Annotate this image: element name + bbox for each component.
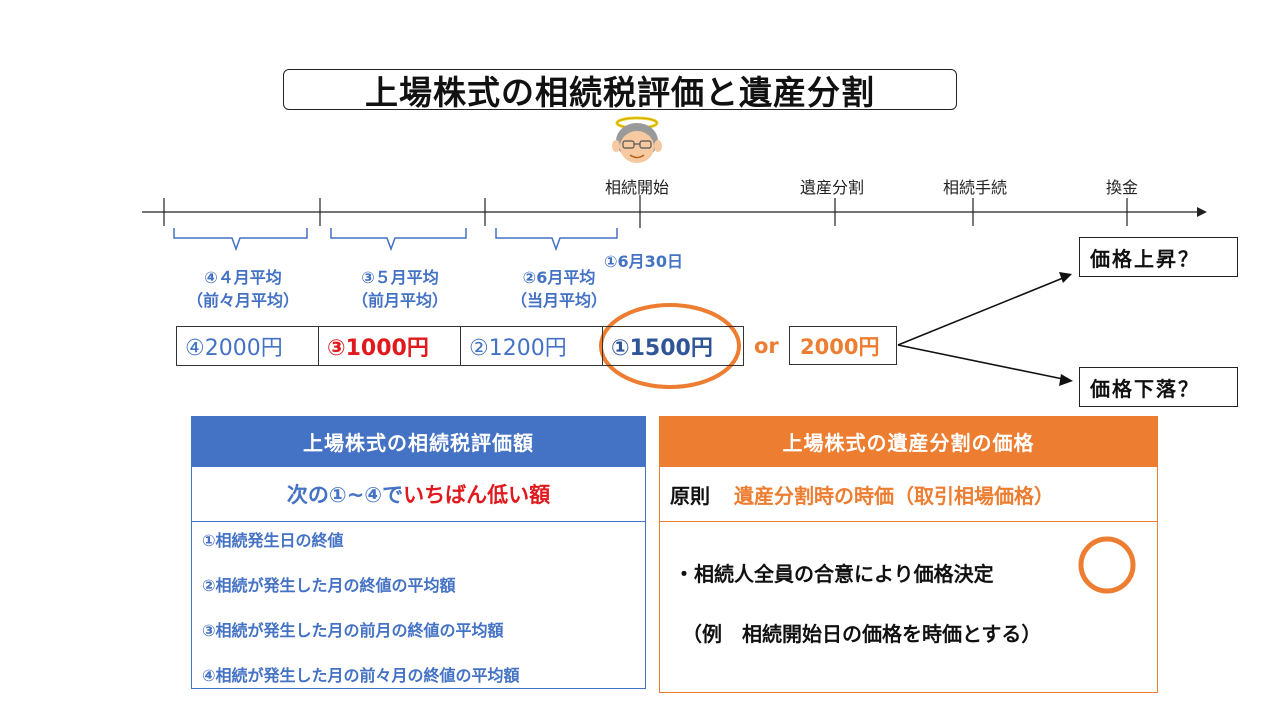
value-may: ③1000円 <box>319 327 461 365</box>
principle-value: 遺産分割時の時価（取引相場価格） <box>734 483 1054 508</box>
price-up-box: 価格上昇？ <box>1079 237 1238 277</box>
principle-label: 原則 <box>670 483 710 508</box>
agreement-text: ・相続人全員の合意により価格決定 <box>674 562 994 586</box>
value-alt: 2000円 <box>789 326 897 365</box>
highlight-circle-1500 <box>599 303 741 389</box>
period-may: ③５月平均 （前月平均） <box>336 266 464 312</box>
price-down-box: 価格下落？ <box>1079 367 1238 407</box>
label-cash-out: 換金 <box>1106 178 1139 197</box>
brace-april <box>173 228 308 252</box>
list-item: ③相続が発生した月の前月の終値の平均額 <box>202 621 504 640</box>
arrow-down-head <box>1059 374 1073 386</box>
tax-valuation-header: 上場株式の相続税評価額 <box>192 417 645 466</box>
agreement-ok-circle <box>1078 536 1136 594</box>
estate-division-panel: 上場株式の遺産分割の価格 原則 遺産分割時の時価（取引相場価格） ・相続人全員の… <box>659 416 1158 693</box>
timeline-arrowhead <box>1197 207 1207 217</box>
date-june-30: ①6月30日 <box>604 252 683 271</box>
rule-highlight: いちばん低い額 <box>403 483 551 507</box>
brace-june <box>495 228 618 252</box>
period-june-line1: ②6月平均 <box>522 268 596 287</box>
label-inheritance-start: 相続開始 <box>605 178 670 197</box>
brace-may <box>330 228 467 252</box>
tax-valuation-list: ①相続発生日の終値 ②相続が発生した月の終値の平均額 ③相続が発生した月の前月の… <box>192 522 645 690</box>
agreement-section: ・相続人全員の合意により価格決定 （例 相続開始日の価格を時価とする） <box>660 522 1157 692</box>
value-june-30: ①1500円 <box>611 336 713 361</box>
arrow-up-line <box>897 277 1064 346</box>
period-april-line1: ④４月平均 <box>204 268 282 287</box>
estate-division-header: 上場株式の遺産分割の価格 <box>660 417 1157 466</box>
period-may-line1: ③５月平均 <box>361 268 439 287</box>
label-procedure: 相続手続 <box>943 178 1008 197</box>
value-row: ④2000円 ③1000円 ②1200円 ①1500円 <box>176 326 744 366</box>
period-april-line2: （前々月平均） <box>186 291 299 310</box>
deceased-angel-icon <box>612 116 662 163</box>
value-april: ④2000円 <box>177 327 319 365</box>
period-april: ④４月平均 （前々月平均） <box>178 266 308 312</box>
tax-valuation-panel: 上場株式の相続税評価額 次の①~④でいちばん低い額 ①相続発生日の終値 ②相続が… <box>191 416 646 689</box>
or-label: or <box>754 334 779 358</box>
list-item: ②相続が発生した月の終値の平均額 <box>202 576 456 595</box>
list-item: ①相続発生日の終値 <box>202 531 344 550</box>
principle-row: 原則 遺産分割時の時価（取引相場価格） <box>660 466 1157 522</box>
arrow-down-line <box>897 344 1064 380</box>
rule-prefix: 次の①~④で <box>286 483 404 507</box>
label-estate-division: 遺産分割 <box>800 178 865 197</box>
tax-valuation-rule: 次の①~④でいちばん低い額 <box>192 466 645 522</box>
list-item: ④相続が発生した月の前々月の終値の平均額 <box>202 666 520 685</box>
example-text: （例 相続開始日の価格を時価とする） <box>682 622 1042 646</box>
value-june: ②1200円 <box>461 327 603 365</box>
period-may-line2: （前月平均） <box>351 291 448 310</box>
period-june-line2: （当月平均） <box>510 291 607 310</box>
arrow-up-head <box>1059 272 1072 283</box>
period-june: ②6月平均 （当月平均） <box>495 266 623 312</box>
page-title: 上場株式の相続税評価と遺産分割 <box>283 69 957 112</box>
